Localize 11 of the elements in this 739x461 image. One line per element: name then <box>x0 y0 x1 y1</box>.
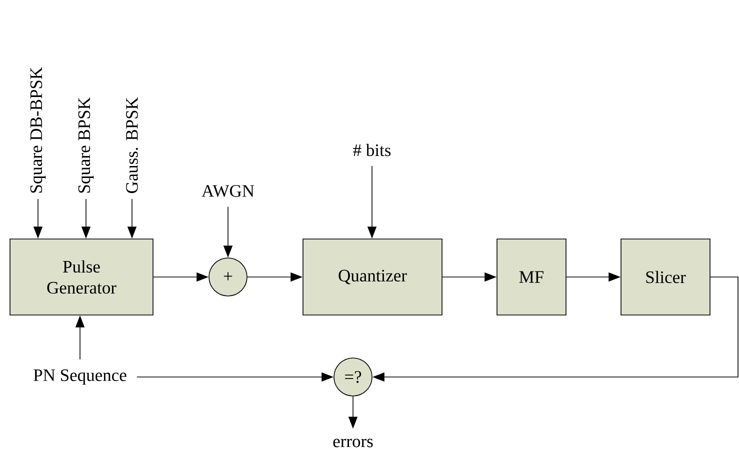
signal-label: PN Sequence <box>34 369 126 385</box>
block-box: Quantizer <box>302 238 442 316</box>
signal-label: # bits <box>353 144 391 156</box>
block-box: Pulse Generator <box>10 238 154 316</box>
signal-label: errors <box>333 438 373 448</box>
block-box: Slicer <box>620 238 710 316</box>
input-label: Gauss. BPSK <box>126 97 138 194</box>
input-label: Square DB-BPSK <box>30 67 46 193</box>
signal-label: AWGN <box>202 185 254 197</box>
input-label: Square BPSK <box>78 97 94 193</box>
block-box: MF <box>496 238 566 316</box>
